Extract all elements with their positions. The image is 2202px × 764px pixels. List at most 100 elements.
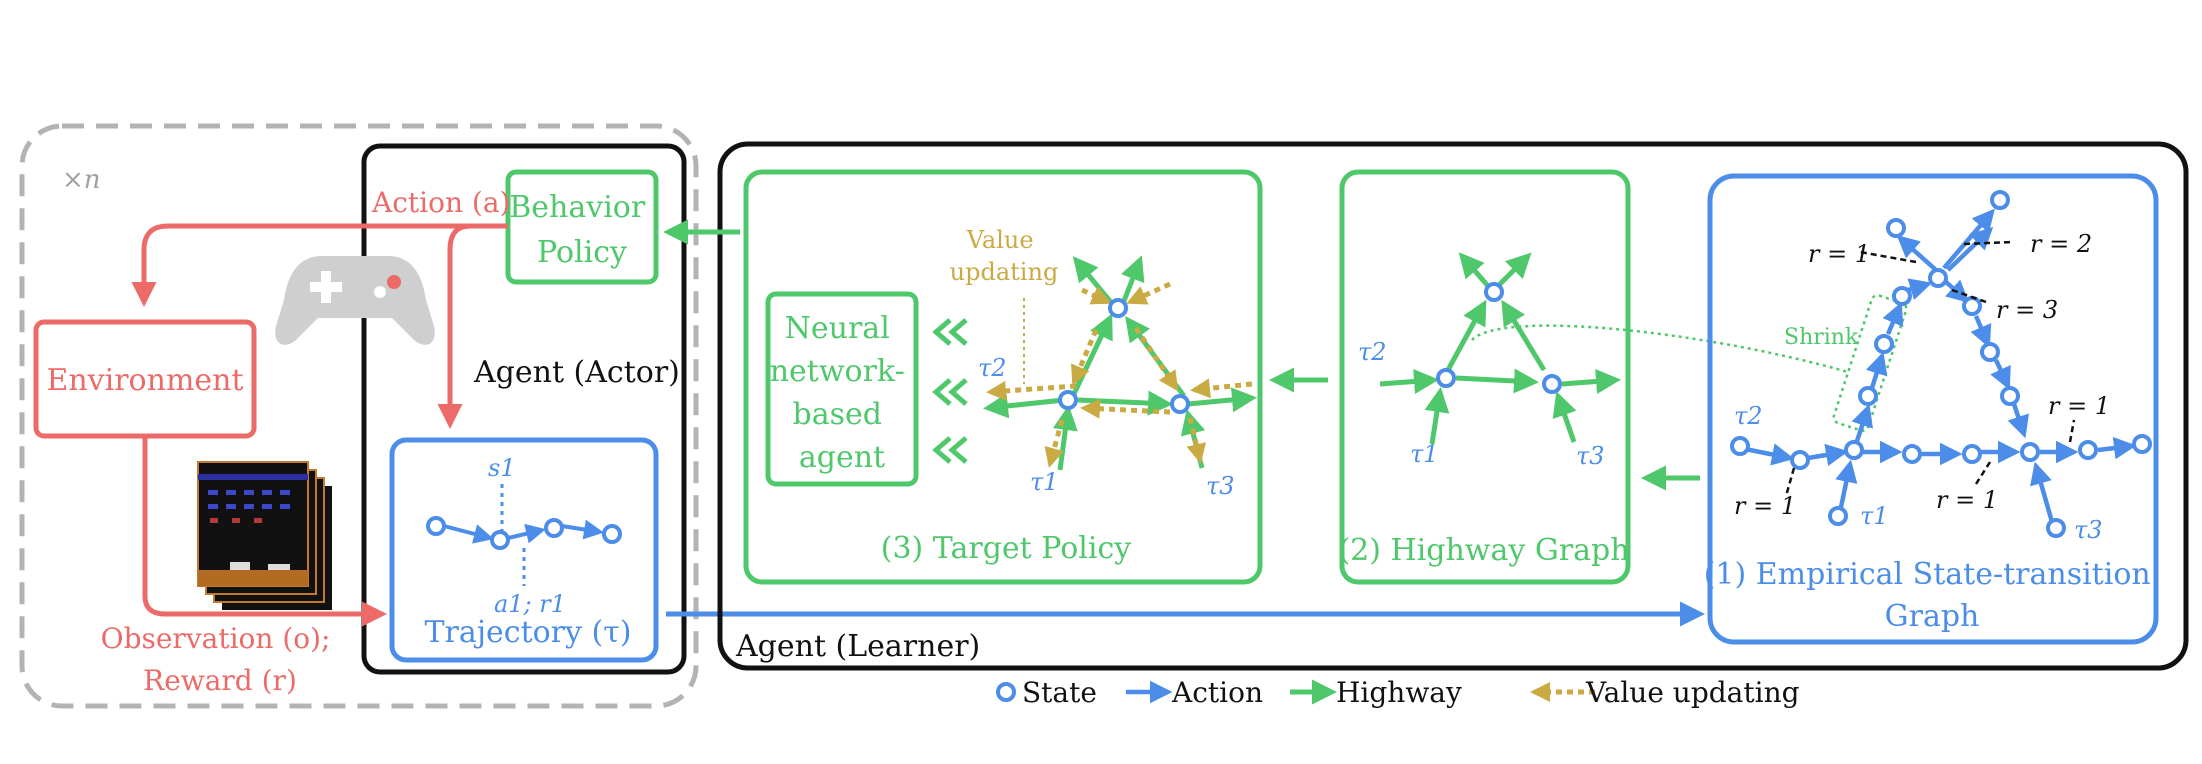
nn-agent-box <box>765 291 919 487</box>
empirical-state-node <box>1844 440 1864 460</box>
empirical-state-node <box>1962 444 1982 464</box>
empirical-action-edges <box>1739 208 2137 523</box>
empirical-state-node <box>2132 434 2152 454</box>
reward-label-4: r = 1 <box>1734 492 1796 520</box>
highway-edges <box>1379 252 1621 445</box>
target-tau2-label: τ2 <box>978 354 1007 382</box>
reward-label-6: r = 1 <box>2048 392 2110 420</box>
empirical-state-node <box>1902 444 1922 464</box>
empirical-state-node <box>2046 518 2066 538</box>
empirical-state-node <box>1730 436 1750 456</box>
svg-text:(1) Empirical State-transition: (1) Empirical State-transition Graph <box>1704 557 2161 634</box>
reward-label-3: r = 3 <box>1996 296 2058 324</box>
empirical-state-node <box>1790 450 1810 470</box>
agent-learner-label: Agent (Learner) <box>735 629 980 664</box>
trajectory-title: Trajectory (τ) <box>424 615 631 650</box>
target-policy-box <box>743 169 1263 585</box>
action-label: Action (a) <box>371 186 510 219</box>
highway-state-node <box>1542 374 1562 394</box>
highway-state-node <box>1436 368 1456 388</box>
highway-tau2-label: τ2 <box>1358 338 1387 366</box>
empirical-state-node <box>2000 386 2020 406</box>
empirical-graph-title-1: (1) Empirical State-transition <box>1704 557 2151 592</box>
target-tau3-label: τ3 <box>1206 472 1235 500</box>
legend: State Action Highway Value updating <box>996 676 1800 709</box>
state-s1-label: s1 <box>488 454 516 482</box>
reward-label-1: r = 1 <box>1808 240 1870 268</box>
svg-text:r = 1 r = 2 r = 3: r = 1 r = 2 r = 3 r = 1 r = 1 r = 1 <box>1734 230 2110 520</box>
empirical-state-node <box>1990 190 2010 210</box>
svg-text:τ2 τ1 τ3: τ2 τ1 τ3 <box>1358 338 1605 470</box>
shrink-curve <box>1471 324 1849 374</box>
nn-agent-label-3: based <box>793 397 882 432</box>
trajectory-state-node <box>490 530 510 550</box>
game-screen-stack-icon <box>197 461 332 610</box>
shrink-label: Shrink <box>1784 325 1859 350</box>
empirical-state-node <box>2078 440 2098 460</box>
svg-text:Behavior Policy: Behavior Policy <box>509 190 655 270</box>
empirical-tau1-label: τ1 <box>1860 502 1889 530</box>
empirical-state-node <box>1962 296 1982 316</box>
highway-graph-box <box>1339 169 1631 585</box>
action-reward-label: a1; r1 <box>494 590 566 618</box>
value-updating-label-2: updating <box>950 258 1059 286</box>
target-state-node <box>1058 390 1078 410</box>
behavior-policy-label-1: Behavior <box>509 190 646 225</box>
observation-arrow <box>142 436 387 627</box>
svg-text:Neural network- based: Neural network- based agent <box>770 311 915 475</box>
environment-label: Environment <box>46 363 243 398</box>
legend-state-label: State <box>1022 676 1097 709</box>
trajectory-path <box>443 519 604 544</box>
empirical-state-node <box>1980 342 2000 362</box>
multiplier-label: ×n <box>62 165 101 195</box>
nn-agent-label-1: Neural <box>785 311 890 346</box>
learner-box <box>717 141 2189 671</box>
empirical-graph-box <box>1707 173 2159 645</box>
agent-actor-label: Agent (Actor) <box>473 355 680 390</box>
trajectory-state-node <box>544 518 564 538</box>
trajectory-state-node <box>426 516 446 536</box>
target-state-node <box>1170 394 1190 414</box>
actor-box <box>361 143 687 675</box>
highway-state-node <box>1484 282 1504 302</box>
nn-agent-label-4: agent <box>799 440 885 475</box>
nn-agent-label-2: network- <box>770 354 905 389</box>
svg-text:τ2 τ1 τ3: τ2 τ1 τ3 <box>1734 402 2103 544</box>
legend-highway-label: Highway <box>1336 676 1462 709</box>
gamepad-icon <box>275 256 435 345</box>
empirical-state-node <box>1886 218 1906 238</box>
empirical-tau3-label: τ3 <box>2074 516 2103 544</box>
target-highway-edges <box>983 255 1257 471</box>
training-chevrons-icon <box>932 318 968 464</box>
svg-text:Observation (o); Reward (r: Observation (o); Reward (r) <box>101 622 340 697</box>
svg-text:Value updating: Value updating <box>950 226 1059 286</box>
svg-text:τ2 τ1 τ3: τ2 τ1 τ3 <box>978 354 1235 500</box>
highway-tau3-label: τ3 <box>1576 442 1605 470</box>
behavior-policy-label-2: Policy <box>537 235 627 270</box>
empirical-state-node <box>1928 268 1948 288</box>
action-to-trajectory-arrow <box>437 223 471 429</box>
empirical-tau2-label: τ2 <box>1734 402 1763 430</box>
value-updating-label-1: Value <box>966 226 1034 254</box>
target-tau1-label: τ1 <box>1030 468 1059 496</box>
legend-action-label: Action <box>1171 676 1263 709</box>
reward-label-5: r = 1 <box>1936 486 1998 514</box>
reward-label-2: r = 2 <box>2030 230 2092 258</box>
reward-leaders <box>1784 240 2076 497</box>
observation-label: Observation (o); <box>101 622 331 655</box>
legend-state-icon <box>996 682 1016 702</box>
legend-value-updating-label: Value updating <box>1585 676 1800 709</box>
highway-graph-title: (2) Highway Graph <box>1338 533 1629 568</box>
shrink-region <box>1832 294 1908 432</box>
empirical-state-node <box>1858 386 1878 406</box>
trajectory-box <box>389 437 659 663</box>
reward-label: Reward (r) <box>143 664 297 697</box>
target-state-node <box>1108 298 1128 318</box>
empirical-state-node <box>1892 286 1912 306</box>
trajectory-state-node <box>602 524 622 544</box>
target-policy-title: (3) Target Policy <box>881 531 1132 566</box>
highway-tau1-label: τ1 <box>1410 440 1439 468</box>
empirical-state-node <box>1874 334 1894 354</box>
empirical-state-node <box>1828 506 1848 526</box>
